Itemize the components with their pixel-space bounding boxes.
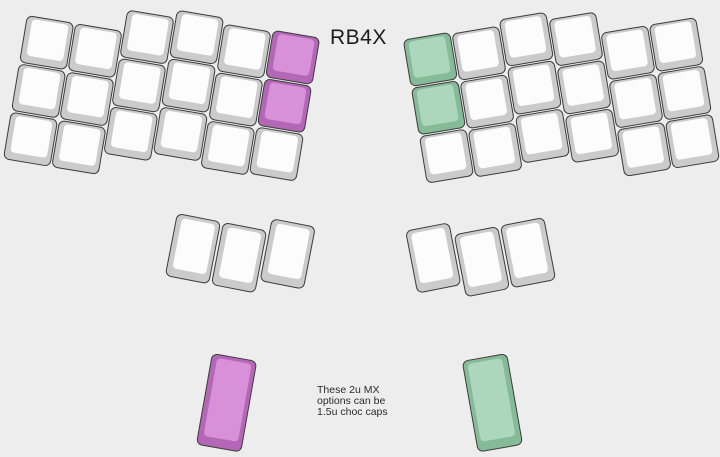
keycap[interactable] bbox=[514, 108, 571, 164]
keycap[interactable] bbox=[648, 17, 704, 73]
keycap[interactable] bbox=[10, 63, 67, 119]
keycap-accent-purple[interactable] bbox=[265, 29, 321, 86]
caption-note: These 2u MX options can be 1.5u choc cap… bbox=[317, 385, 388, 417]
keycap[interactable] bbox=[51, 119, 107, 176]
keycap[interactable] bbox=[451, 25, 507, 81]
right-2u-option-key[interactable] bbox=[461, 353, 524, 453]
right-thumb-cluster bbox=[405, 217, 557, 306]
keycap-accent-purple[interactable] bbox=[256, 78, 313, 134]
keycap-accent-green[interactable] bbox=[410, 80, 467, 136]
keycap[interactable] bbox=[103, 106, 159, 162]
left-thumb-cluster bbox=[164, 213, 316, 302]
keycap[interactable] bbox=[248, 126, 305, 182]
keycap[interactable] bbox=[2, 111, 59, 167]
keycap[interactable] bbox=[152, 106, 209, 162]
keycap[interactable] bbox=[111, 57, 167, 114]
keycap[interactable] bbox=[616, 121, 672, 178]
left-hand-key-matrix bbox=[2, 9, 321, 209]
caption-note-line: These 2u MX bbox=[317, 384, 380, 396]
keycap[interactable] bbox=[208, 72, 264, 128]
keycap[interactable] bbox=[506, 60, 563, 116]
keycap[interactable] bbox=[459, 74, 515, 130]
keycap[interactable] bbox=[664, 113, 720, 169]
right-hand-key-matrix bbox=[402, 11, 720, 211]
keycap[interactable] bbox=[160, 58, 217, 114]
keycap[interactable] bbox=[608, 73, 664, 129]
keycap[interactable] bbox=[119, 9, 175, 65]
keycap[interactable] bbox=[418, 128, 475, 184]
keycap[interactable] bbox=[467, 122, 523, 178]
keycap[interactable] bbox=[564, 108, 620, 164]
keycap-thumb[interactable] bbox=[259, 218, 316, 290]
keycap[interactable] bbox=[169, 9, 225, 65]
layout-title: RB4X bbox=[330, 26, 387, 49]
keycap-thumb[interactable] bbox=[210, 221, 268, 294]
keycap[interactable] bbox=[600, 25, 656, 81]
keycap[interactable] bbox=[216, 23, 272, 79]
keycap[interactable] bbox=[200, 120, 256, 176]
keycap[interactable] bbox=[548, 11, 604, 67]
keycap[interactable] bbox=[67, 23, 123, 79]
keycap-thumb[interactable] bbox=[499, 217, 557, 289]
keycap[interactable] bbox=[498, 11, 554, 67]
keycap[interactable] bbox=[59, 71, 115, 127]
keycap[interactable] bbox=[556, 59, 612, 116]
keycap[interactable] bbox=[656, 65, 713, 121]
keycap[interactable] bbox=[19, 15, 75, 71]
keycap-accent-green[interactable] bbox=[402, 31, 458, 88]
caption-note-line: 1.5u choc caps bbox=[317, 405, 388, 418]
caption-note-line: options can be bbox=[317, 394, 386, 407]
keycap-thumb[interactable] bbox=[405, 222, 462, 294]
left-2u-option-key[interactable] bbox=[195, 353, 258, 453]
